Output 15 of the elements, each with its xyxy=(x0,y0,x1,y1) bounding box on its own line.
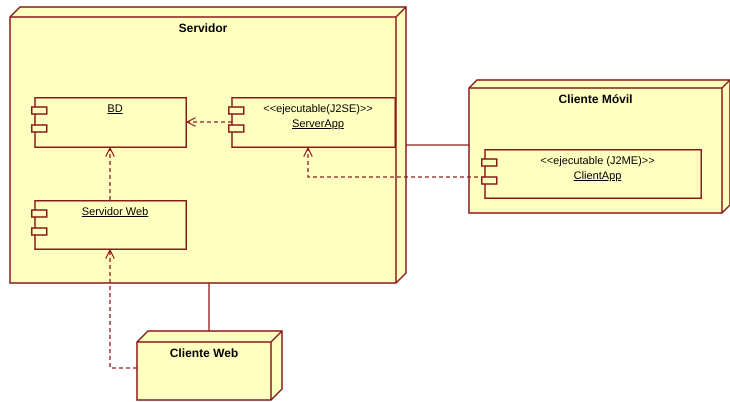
connector-line xyxy=(406,144,469,146)
dependency-arrow xyxy=(104,249,137,369)
node-title: Servidor xyxy=(178,21,228,35)
dependency-arrow xyxy=(104,147,116,200)
stereotype-label: <<ejecutable(J2SE)>> xyxy=(263,102,373,117)
dependency-arrow xyxy=(302,147,485,178)
stereotype-label: <<ejecutable (J2ME)>> xyxy=(540,154,655,169)
dependency-arrow xyxy=(186,116,232,128)
connector-line xyxy=(208,283,210,331)
component-name: Servidor Web xyxy=(82,205,148,220)
node-title: Cliente Móvil xyxy=(557,92,634,106)
component-name: BD xyxy=(107,102,123,117)
component-name: ServerApp xyxy=(292,117,344,132)
node-title: Cliente Web xyxy=(168,346,240,360)
component-name: ClientApp xyxy=(574,169,622,184)
